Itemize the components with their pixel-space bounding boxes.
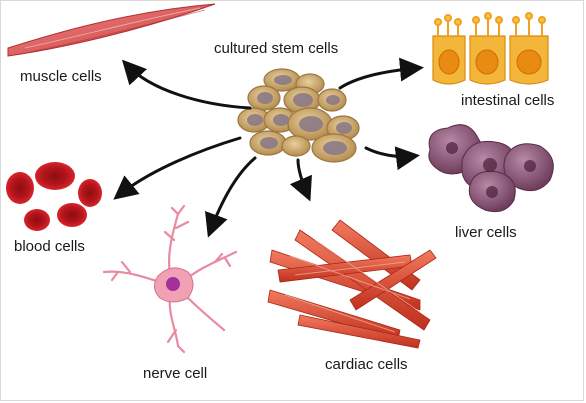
blood-cells-drawing [6,162,102,231]
stem-cell-cluster-drawing [237,68,360,163]
label-muscle-cells: muscle cells [20,68,102,85]
label-liver-cells: liver cells [455,224,517,241]
arrow-to-cardiac [289,158,312,202]
arrow-to-blood [113,136,242,200]
label-cardiac-cells: cardiac cells [325,356,408,373]
cardiac-cells-drawing [267,219,437,349]
label-cultured-stem-cells: cultured stem cells [214,40,339,57]
muscle-cell-drawing [7,3,216,57]
intestinal-cells-drawing [432,12,549,85]
label-intestinal-cells: intestinal cells [461,92,555,109]
liver-cells-drawing [428,124,554,213]
arrows [113,57,424,238]
label-blood-cells: blood cells [14,238,85,255]
arrow-to-nerve [205,156,257,238]
label-nerve-cell: nerve cell [143,365,208,382]
arrow-to-muscle [121,59,252,110]
arrow-to-intestinal [338,57,424,90]
nerve-cell-drawing [102,204,238,354]
arrow-to-liver [364,146,420,171]
